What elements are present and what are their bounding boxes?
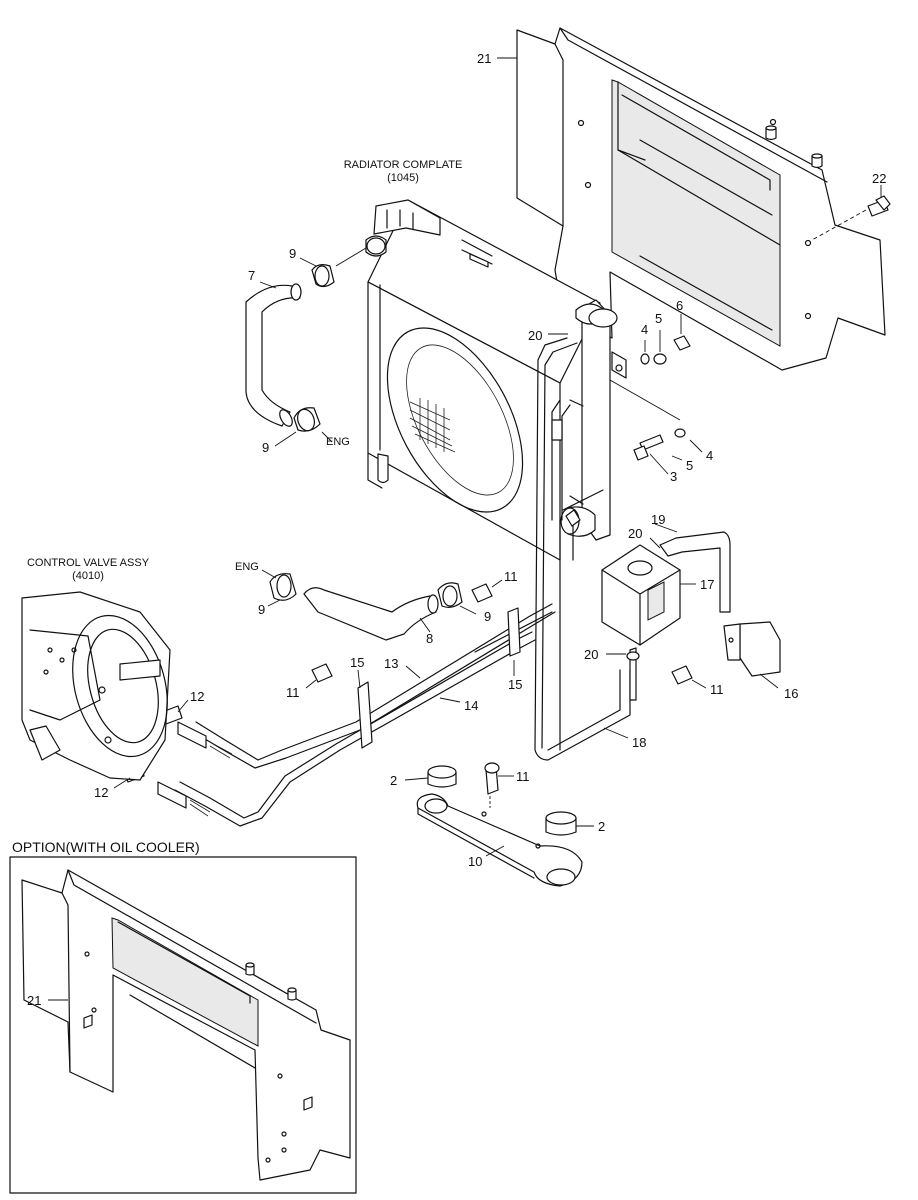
label-20-b: 20 — [628, 526, 642, 541]
label-17: 17 — [700, 577, 714, 592]
fan-shroud-top — [516, 27, 886, 371]
label-21-top: 21 — [477, 51, 491, 66]
label-9-d: 9 — [484, 609, 491, 624]
label-18: 18 — [632, 735, 646, 750]
option-caption: OPTION(WITH OIL COOLER) — [12, 839, 200, 855]
bolt-22 — [811, 185, 891, 241]
label-6: 6 — [676, 298, 683, 313]
label-eng-a: ENG — [326, 436, 350, 448]
label-9-b: 9 — [262, 440, 269, 455]
label-10: 10 — [468, 854, 482, 869]
label-21-option: 21 — [27, 993, 41, 1008]
label-5-a: 5 — [655, 311, 662, 326]
lower-hose-8 — [269, 573, 463, 641]
label-2-a: 2 — [390, 773, 397, 788]
oil-lines — [157, 603, 556, 827]
radiator-bracket — [609, 335, 691, 461]
label-9-c: 9 — [258, 602, 265, 617]
label-14: 14 — [464, 698, 478, 713]
label-2-b: 2 — [598, 819, 605, 834]
label-11-b: 11 — [710, 682, 724, 697]
control-valve-ref: (4010) — [72, 570, 104, 582]
label-13: 13 — [384, 656, 398, 671]
label-11-c: 11 — [286, 685, 300, 700]
label-4-b: 4 — [706, 448, 713, 463]
bracket-10 — [416, 765, 583, 887]
label-12-a: 12 — [190, 689, 204, 704]
label-eng-b: ENG — [235, 561, 259, 573]
option-box — [9, 856, 357, 1194]
label-9-a: 9 — [289, 246, 296, 261]
control-valve-assy — [21, 591, 171, 781]
label-19: 19 — [651, 512, 665, 527]
label-5-b: 5 — [686, 458, 693, 473]
label-20-c: 20 — [584, 647, 598, 662]
label-7: 7 — [248, 268, 255, 283]
label-22: 22 — [872, 171, 886, 186]
label-11-a: 11 — [504, 569, 518, 584]
label-8: 8 — [426, 631, 433, 646]
label-12-b: 12 — [94, 785, 108, 800]
label-3: 3 — [670, 469, 677, 484]
label-16: 16 — [784, 686, 798, 701]
label-15-b: 15 — [508, 677, 522, 692]
label-4-a: 4 — [641, 322, 648, 337]
radiator-ref: (1045) — [387, 172, 419, 184]
radiator — [365, 199, 618, 561]
label-20-a: 20 — [528, 328, 542, 343]
reservoir-17 — [601, 531, 781, 701]
leader-lines — [48, 57, 779, 1001]
control-valve-caption: CONTROL VALVE ASSY — [27, 557, 150, 569]
coolant-pipe-18 — [534, 337, 631, 761]
upper-hose-7 — [245, 264, 335, 432]
radiator-caption: RADIATOR COMPLATE — [344, 159, 463, 171]
label-15-a: 15 — [350, 655, 364, 670]
label-11-d: 11 — [516, 769, 530, 784]
